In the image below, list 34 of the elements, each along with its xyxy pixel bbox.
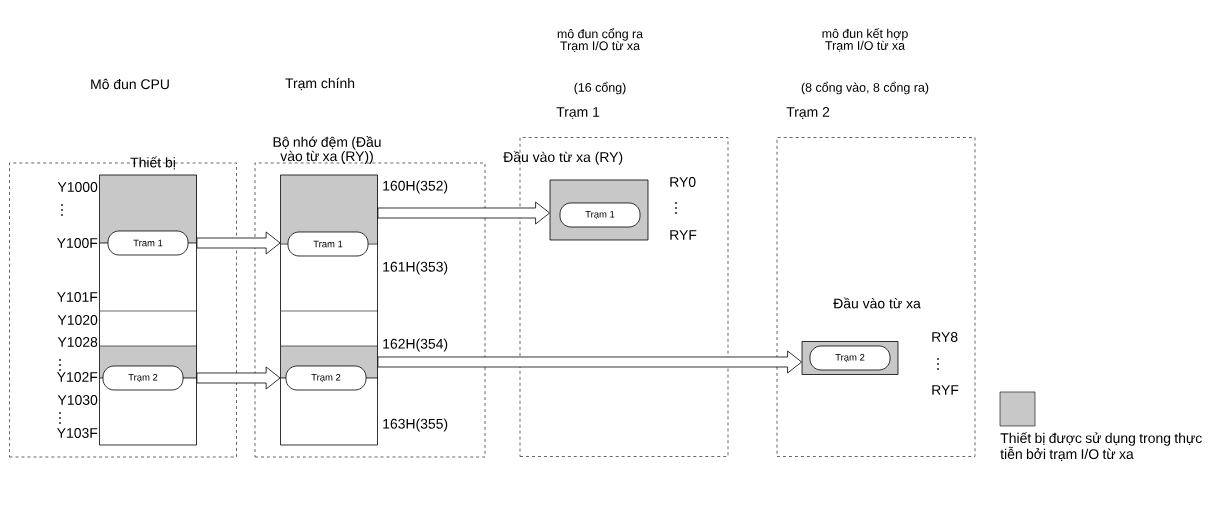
address-label: 162H(354) bbox=[383, 338, 448, 352]
station-oval: Tram 1 bbox=[280, 231, 379, 257]
block-arrow bbox=[196, 366, 281, 390]
address-label: RYF bbox=[670, 230, 697, 240]
station-oval: Trạm 2 bbox=[99, 365, 198, 391]
address-label: Y1020 bbox=[57, 315, 98, 325]
node-label: Trạm 1 bbox=[556, 107, 600, 119]
address-label: Y1030 bbox=[57, 395, 98, 405]
block-arrow bbox=[196, 231, 281, 255]
address-label: RYF bbox=[932, 385, 959, 395]
block-arrow bbox=[377, 350, 802, 374]
module-panel bbox=[254, 162, 486, 458]
node-label: mô đun cổng ra Trạm I/O từ xa bbox=[557, 28, 644, 52]
node-label: (16 cổng) bbox=[574, 81, 626, 95]
address-label: 163H(355) bbox=[383, 418, 448, 432]
panel-heading: Trạm chính bbox=[285, 77, 355, 91]
address-label: Y1028 bbox=[57, 337, 98, 347]
station-oval: Trạm 2 bbox=[280, 365, 379, 391]
address-label: Y1000 bbox=[57, 182, 98, 192]
node-label: (8 cổng vào, 8 cổng ra) bbox=[801, 81, 929, 95]
address-label: 161H(353) bbox=[383, 261, 448, 275]
address-label: Y101F bbox=[57, 292, 98, 302]
address-label: RY0 bbox=[670, 177, 696, 187]
address-label: RY8 bbox=[932, 332, 958, 342]
node-label: Trạm 2 bbox=[786, 107, 830, 119]
legend-text: Thiết bị được sử dụng trong thực tiễn bởi trạm I/O từ xa bbox=[1000, 432, 1202, 461]
node-label: Bộ nhớ đệm (Đầu vào từ xa (RY)) bbox=[273, 136, 381, 164]
address-label: Y103F bbox=[57, 428, 98, 438]
panel-heading: Mô đun CPU bbox=[91, 78, 169, 90]
station-oval: Tram 1 bbox=[99, 230, 198, 256]
node-label: mô đun kết hợp Trạm I/O từ xa bbox=[822, 28, 908, 52]
address-label: 160H(352) bbox=[383, 180, 448, 194]
block-arrow bbox=[377, 201, 550, 225]
node-label: Thiết bị bbox=[130, 156, 175, 170]
